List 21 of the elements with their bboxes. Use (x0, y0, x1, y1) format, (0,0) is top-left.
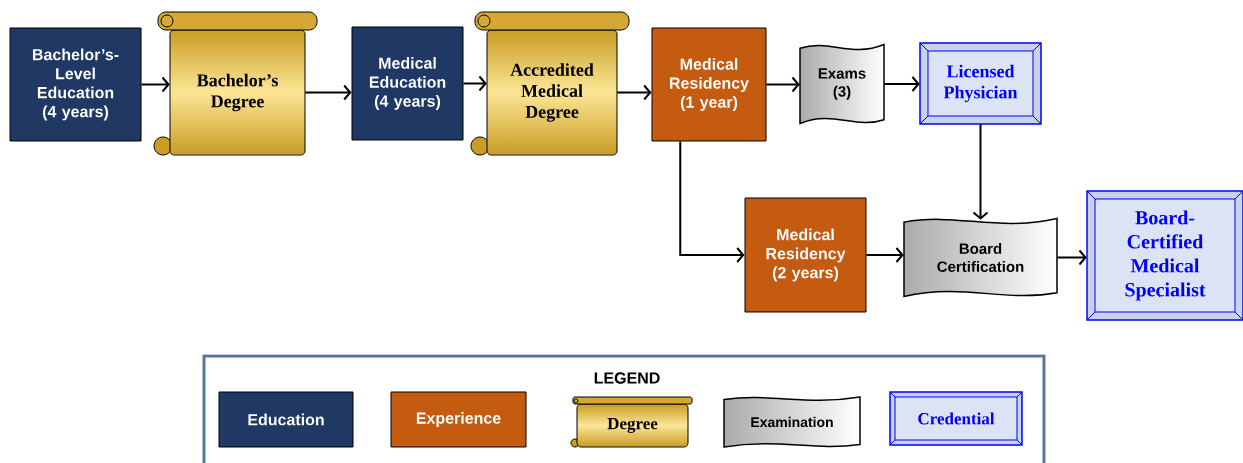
exam-banner: Exams (3) (799, 43, 885, 125)
arrow (865, 247, 904, 263)
credential-frame: Board-Certified Medical Specialist (1086, 190, 1243, 321)
arrow (140, 76, 170, 93)
arrow (679, 140, 745, 263)
degree-scroll: Accredited Medical Degree (470, 11, 630, 156)
arrow (462, 75, 487, 92)
experience-box: Medical Residency (2 years) (744, 197, 867, 313)
experience-box: Medical Residency (1 year) (651, 27, 767, 142)
arrow (304, 84, 352, 101)
credential-frame: Licensed Physician (919, 42, 1042, 125)
education-box: Bachelor’s-Level Education (4 years) (9, 27, 142, 142)
arrow (883, 76, 920, 92)
education-box: Medical Education (4 years) (351, 26, 464, 141)
exam-banner: Board Certification (903, 217, 1058, 298)
arrow (1056, 249, 1087, 266)
arrow (765, 76, 800, 93)
arrow (972, 123, 989, 220)
arrow (616, 84, 652, 101)
legend-title: LEGEND (594, 372, 660, 384)
degree-scroll: Bachelor’s Degree (153, 11, 318, 156)
